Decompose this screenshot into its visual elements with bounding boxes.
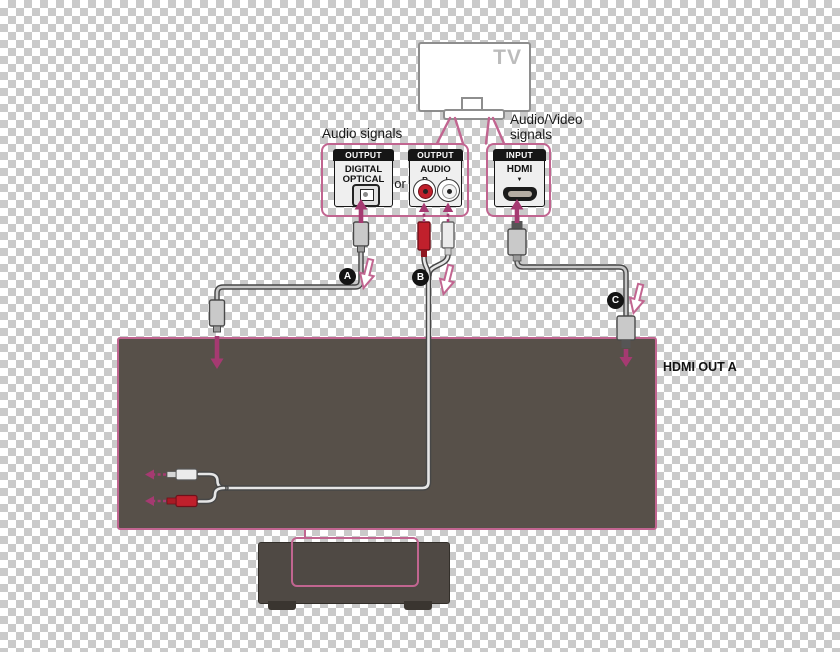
optical-output-header: OUTPUT bbox=[333, 149, 394, 162]
av-signals-label-line2: signals bbox=[510, 127, 553, 142]
step-b-badge: B bbox=[412, 269, 429, 286]
step-a-badge: A bbox=[339, 268, 356, 285]
hdmi-out-a-callout-label: HDMI OUT A bbox=[663, 360, 737, 374]
step-c-badge: C bbox=[607, 292, 624, 309]
hdmi-cable-plugs bbox=[507, 221, 636, 348]
hdmi-jack-icon bbox=[502, 187, 537, 201]
audio-name: AUDIO bbox=[420, 164, 451, 175]
receiver-foot bbox=[404, 601, 432, 610]
hdmi-input-header: INPUT bbox=[493, 149, 546, 162]
receiver-foot bbox=[268, 601, 296, 610]
audio-signals-callout bbox=[321, 143, 469, 217]
tv-label: TV bbox=[493, 46, 522, 69]
av-signals-label-line1: Audio/Video bbox=[510, 112, 583, 127]
audio-signals-label: Audio signals bbox=[322, 126, 403, 141]
audio-output-header: OUTPUT bbox=[408, 149, 463, 162]
hdmi-name: HDMI bbox=[506, 164, 533, 175]
optical-name-line1: DIGITAL bbox=[344, 164, 383, 175]
callout-tails bbox=[435, 116, 506, 145]
direction-arrow-icons bbox=[358, 257, 646, 316]
optical-jack-icon bbox=[351, 184, 380, 207]
or-label: or bbox=[394, 176, 406, 191]
optical-name-line2: OPTICAL bbox=[342, 174, 385, 185]
tv-hdmi-input-box: INPUT HDMI ▼ bbox=[493, 149, 546, 207]
tv-optical-output-box: OUTPUT DIGITAL OPTICAL bbox=[333, 149, 394, 207]
receiver-rear-panel bbox=[117, 337, 657, 530]
hdmi-marker-icon: ▼ bbox=[516, 177, 523, 183]
overview-connector-line bbox=[303, 529, 306, 538]
overview-highlight-box bbox=[291, 537, 419, 587]
tv-stand-base bbox=[443, 109, 505, 120]
